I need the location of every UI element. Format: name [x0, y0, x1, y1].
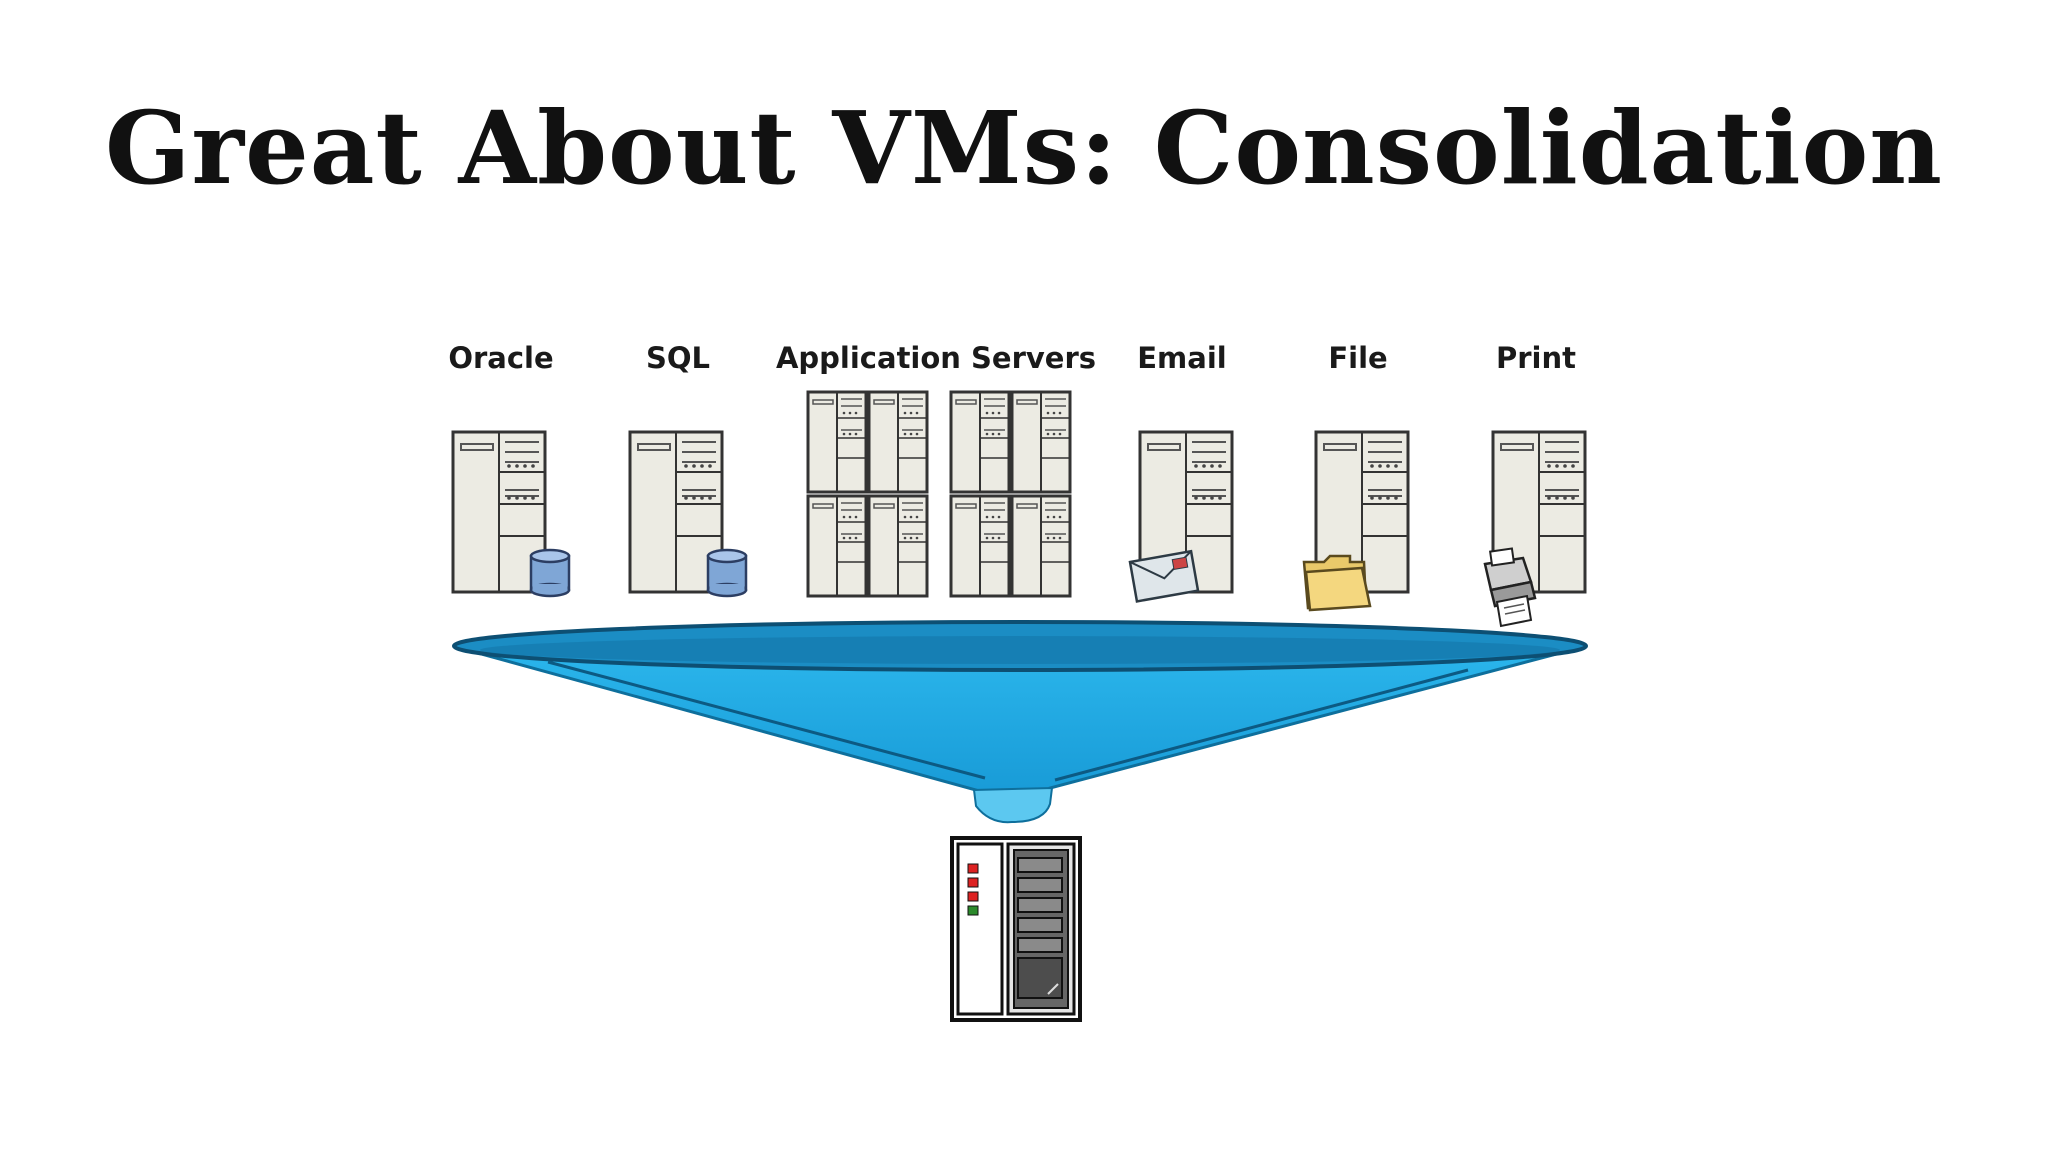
email-server-icon	[1128, 430, 1234, 603]
label-file: File	[1328, 341, 1387, 375]
application-servers-icon	[806, 390, 1072, 598]
sql-server-icon	[628, 430, 748, 598]
label-oracle: Oracle	[448, 341, 553, 375]
physical-server-icon	[950, 836, 1082, 1022]
oracle-server-icon	[451, 430, 571, 598]
label-sql: SQL	[646, 341, 710, 375]
database-icon	[706, 548, 748, 598]
label-print: Print	[1496, 341, 1576, 375]
label-email: Email	[1137, 341, 1226, 375]
label-application-servers: Application Servers	[776, 341, 1096, 375]
envelope-icon	[1128, 549, 1200, 603]
print-server-icon	[1483, 430, 1587, 628]
file-server-icon	[1302, 430, 1410, 612]
folder-icon	[1302, 554, 1372, 612]
slide-title: Great About VMs: Consolidation	[104, 89, 1943, 207]
database-icon	[529, 548, 571, 598]
funnel-icon	[452, 620, 1588, 824]
printer-icon	[1483, 547, 1537, 628]
